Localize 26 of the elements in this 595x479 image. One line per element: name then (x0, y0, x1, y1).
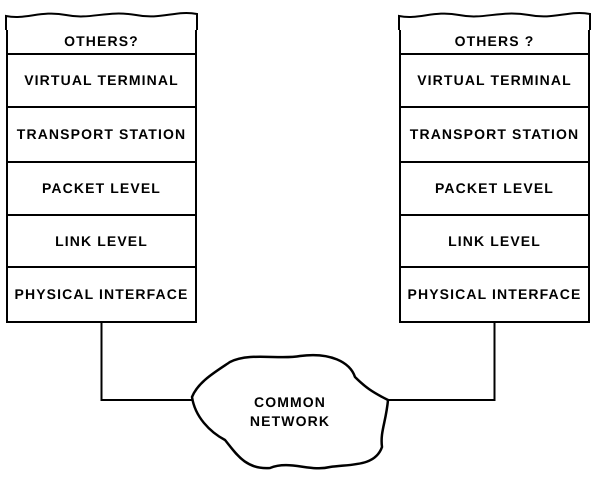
node-label: VIRTUAL TERMINAL (23, 71, 180, 90)
node-label: OTHERS ? (454, 32, 536, 51)
node-label: LINK LEVEL (447, 232, 542, 250)
protocol-layer (6, 268, 197, 323)
protocol-layer (6, 108, 197, 163)
node-label: TRANSPORT STATION (408, 125, 580, 144)
node-label: OTHERS? (63, 32, 140, 51)
protocol-layer (399, 55, 590, 108)
node-label: PHYSICAL INTERFACE (406, 285, 582, 304)
protocol-layer (399, 268, 590, 323)
protocol-layer (6, 55, 197, 108)
node-label: PACKET LEVEL (434, 179, 555, 198)
protocol-layer (399, 163, 590, 216)
connector-line (100, 323, 192, 401)
connector-line (388, 323, 496, 401)
protocol-layer (399, 216, 590, 268)
node-label: TRANSPORT STATION (16, 125, 188, 144)
node-label: VIRTUAL TERMINAL (416, 71, 573, 90)
node-label: PACKET LEVEL (41, 179, 162, 198)
node-label: LINK LEVEL (54, 232, 149, 250)
protocol-layer (6, 216, 197, 268)
protocol-layer (399, 108, 590, 163)
network-cloud (190, 352, 390, 472)
node-label: COMMON NETWORK (248, 393, 332, 431)
protocol-layer (6, 163, 197, 216)
node-label: PHYSICAL INTERFACE (14, 285, 190, 304)
